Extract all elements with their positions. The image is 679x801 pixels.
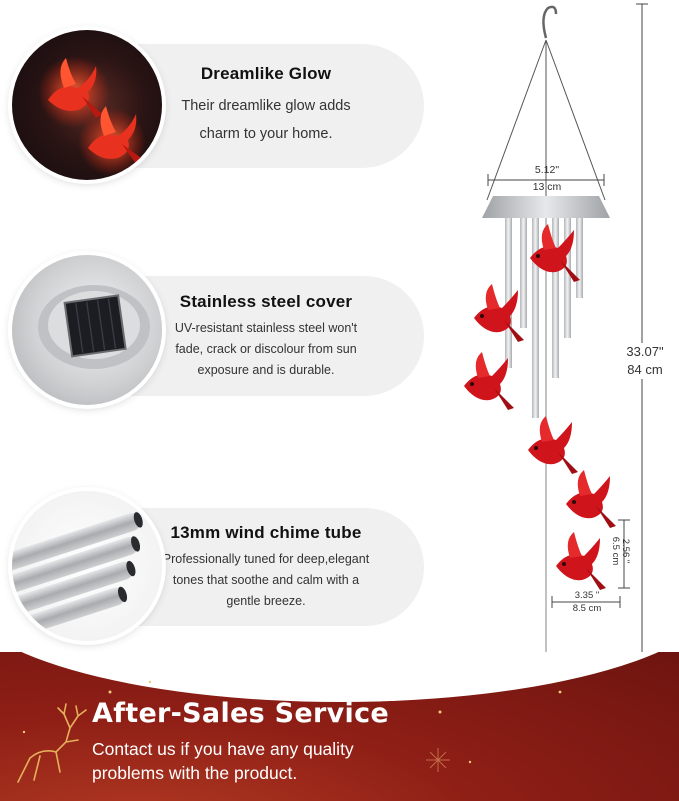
hanging-string [486,39,547,201]
dim-bird-width-cm: 8.5 cm [572,603,602,614]
cardinal-bird [556,532,606,590]
feature-text-line: gentle breeze. [226,593,306,608]
feature-text-line: exposure and is durable. [197,362,335,377]
chime-rod [552,218,559,378]
dim-total-length-in: 33.07" [614,343,676,361]
chime-rod [520,218,527,328]
cardinal-bird [566,470,616,528]
dim-bird-height-cm: 6.5 cm [610,536,621,566]
solar-panel-cover-icon [12,255,162,405]
feature-title: 13mm wind chime tube [170,522,362,542]
glowing-cardinal-birds-icon [12,30,162,180]
cardinal-bird [528,416,578,474]
after-sales-banner: After-Sales Service Contact us if you ha… [0,652,679,801]
feature-text-line: UV-resistant stainless steel won't [174,320,358,335]
cardinal-bird [474,284,524,342]
dim-cover-width-cm: 13 cm [532,181,562,193]
dim-bird-width-in: 3.35 " [574,590,600,601]
feature-text-line: Professionally tuned for deep,elegant [162,551,370,566]
dim-cover-width-in: 5.12" [534,164,560,176]
stainless-cover [482,196,610,218]
feature-text-line: fade, crack or discolour from sun [175,341,357,356]
feature-text-line: charm to your home. [199,126,333,142]
chime-rod [576,218,583,298]
banner-text: Contact us if you have any quality probl… [92,737,422,785]
chime-rod [505,218,512,368]
chime-rod [564,218,571,338]
cardinal-bird [464,352,514,410]
feature-title: Stainless steel cover [179,291,353,311]
banner-title: After-Sales Service [92,698,390,729]
chime-tubes-icon [12,491,162,641]
chime-rod [532,218,539,418]
banner-text-line: problems with the product. [92,763,298,783]
feature-title: Dreamlike Glow [200,64,332,83]
hook-icon [542,5,558,39]
feature-text-line: Their dreamlike glow adds [181,98,351,114]
feature-text-line: tones that soothe and calm with a [172,572,360,587]
feature-text: Their dreamlike glow adds charm to your … [181,92,350,148]
feature-text: Professionally tuned for deep,elegant to… [163,549,369,612]
banner-text-line: Contact us if you have any quality [92,739,354,759]
feature-text: UV-resistant stainless steel won't fade,… [175,318,357,381]
reindeer-icon [17,680,562,783]
dim-total-length-cm: 84 cm [614,361,676,379]
hanging-string [545,39,606,201]
